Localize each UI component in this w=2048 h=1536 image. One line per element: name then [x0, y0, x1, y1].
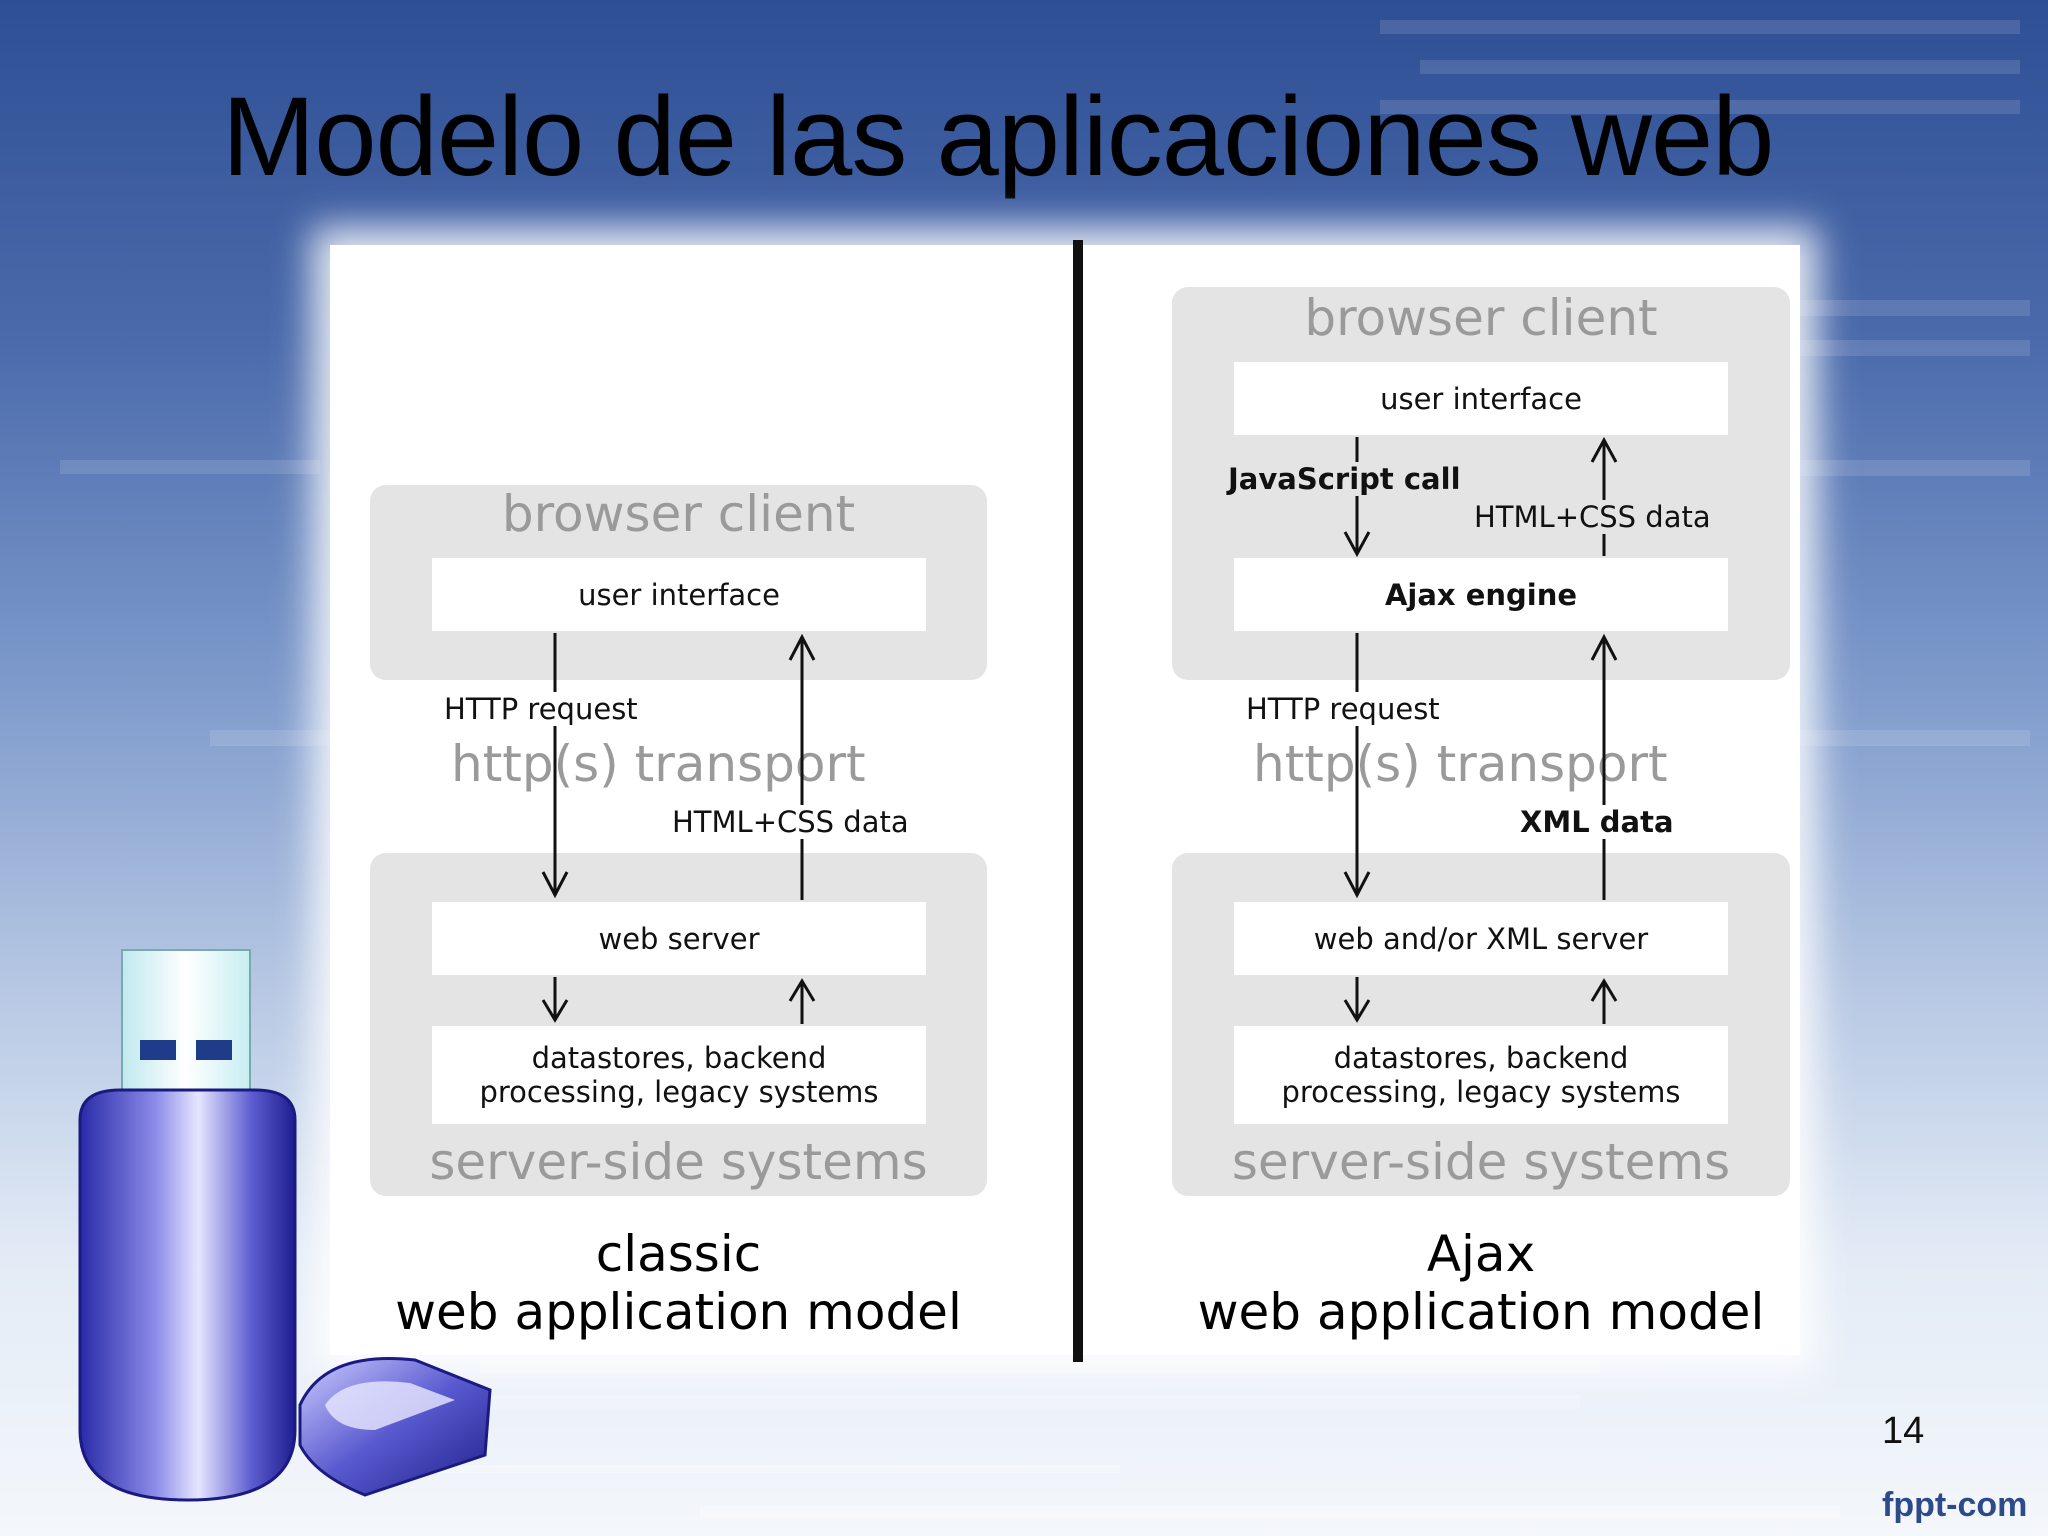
usb-drive-icon	[78, 949, 297, 1502]
ajax-transport-label: http(s) transport	[1253, 735, 1668, 793]
classic-browser-client-title: browser client	[501, 485, 856, 543]
ajax-caption-line1: Ajax	[1426, 1225, 1536, 1283]
classic-datastores-line1: datastores, backend	[531, 1041, 827, 1075]
ajax-server-up-arrowhead	[1590, 978, 1618, 1002]
classic-server-down-arrowhead	[541, 999, 569, 1023]
ajax-datastores-box: datastores, backend processing, legacy s…	[1234, 1026, 1728, 1124]
page-number: 14	[1882, 1410, 1925, 1452]
model-divider	[1073, 240, 1083, 1362]
classic-transport-label: http(s) transport	[451, 735, 866, 793]
ajax-datastores-line2: processing, legacy systems	[1281, 1075, 1681, 1109]
ajax-server-side-title: server-side systems	[1231, 1133, 1731, 1191]
classic-datastores-line2: processing, legacy systems	[479, 1075, 879, 1109]
ajax-browser-client-title: browser client	[1304, 289, 1658, 347]
ajax-js-call-arrowhead	[1343, 531, 1371, 558]
classic-web-server-box: web server	[432, 902, 926, 975]
slide-title: Modelo de las aplicaciones web	[222, 74, 1774, 199]
classic-request-arrowhead	[541, 871, 569, 899]
ajax-caption: Ajax web application model	[1172, 1225, 1790, 1341]
classic-caption: classic web application model	[370, 1225, 987, 1341]
classic-server-up-arrowhead	[788, 978, 816, 1002]
brand-label: fppt-com	[1882, 1486, 2028, 1524]
ajax-request-arrowhead	[1343, 871, 1371, 899]
ajax-response-arrowhead	[1590, 633, 1618, 661]
usb-cap-icon	[298, 1356, 492, 1497]
ajax-html-css-label: HTML+CSS data	[1470, 500, 1715, 534]
ajax-response-label: XML data	[1516, 805, 1678, 839]
classic-caption-line1: classic	[595, 1225, 762, 1283]
classic-response-arrowhead	[788, 633, 816, 661]
ajax-web-server-box: web and/or XML server	[1234, 902, 1728, 975]
ajax-js-call-label: JavaScript call	[1224, 462, 1465, 496]
classic-server-side-title: server-side systems	[429, 1133, 928, 1191]
ajax-user-interface-box: user interface	[1234, 362, 1728, 435]
ajax-datastores-line1: datastores, backend	[1333, 1041, 1629, 1075]
ajax-engine-box: Ajax engine	[1234, 558, 1728, 631]
classic-caption-line2: web application model	[395, 1283, 962, 1341]
classic-user-interface-box: user interface	[432, 558, 926, 631]
ajax-caption-line2: web application model	[1197, 1283, 1765, 1341]
classic-request-label: HTTP request	[440, 692, 642, 726]
classic-response-label: HTML+CSS data	[668, 805, 913, 839]
classic-datastores-box: datastores, backend processing, legacy s…	[432, 1026, 926, 1124]
ajax-html-css-arrowhead	[1590, 436, 1618, 463]
ajax-server-down-arrowhead	[1343, 999, 1371, 1023]
ajax-request-label: HTTP request	[1242, 692, 1444, 726]
